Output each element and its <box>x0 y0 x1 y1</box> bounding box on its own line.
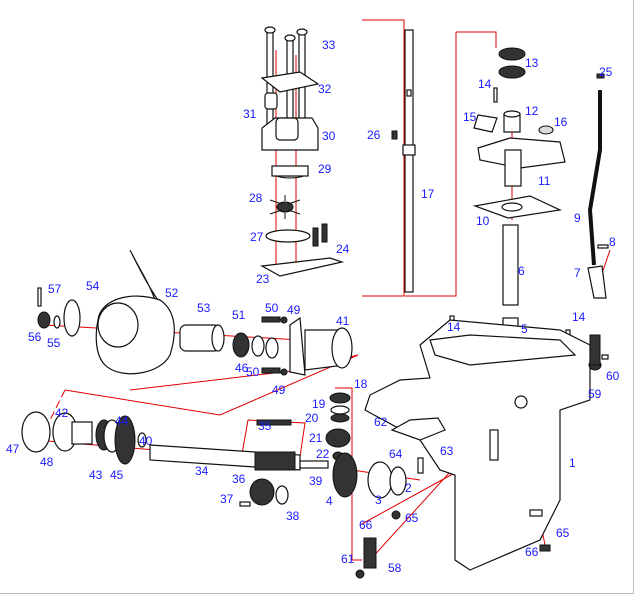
part-number-label: 27 <box>250 230 264 244</box>
part-number-label: 44 <box>115 414 129 428</box>
part-number-label: 42 <box>55 406 69 420</box>
part-number-label: 21 <box>309 431 323 445</box>
part-number-label: 51 <box>232 308 246 322</box>
part-number-label: 36 <box>232 472 246 486</box>
part-number-label: 5 <box>521 322 528 336</box>
part-number-label: 6 <box>518 264 525 278</box>
part-number-label: 37 <box>220 492 234 506</box>
impeller <box>269 195 301 219</box>
part-number-label: 41 <box>336 314 350 328</box>
part-number-label: 17 <box>421 187 435 201</box>
part-number-label: 57 <box>48 282 62 296</box>
part-number-label: 47 <box>6 442 20 456</box>
part-number-label: 25 <box>599 65 613 79</box>
part-number-label: 32 <box>318 82 332 96</box>
gear-group <box>325 392 407 499</box>
part-number-label: 22 <box>316 447 330 461</box>
part-number-label: 50 <box>265 301 279 315</box>
driveshaft <box>391 29 416 293</box>
part-number-label: 43 <box>89 468 103 482</box>
part-number-label: 13 <box>525 56 539 70</box>
part-number-label: 20 <box>305 411 319 425</box>
part-number-label: 7 <box>574 266 581 280</box>
part-number-label: 45 <box>110 468 124 482</box>
part-number-label: 11 <box>538 174 551 188</box>
part-number-label: 14 <box>447 320 461 334</box>
bearing-housing <box>232 316 353 376</box>
part-number-label: 63 <box>440 444 454 458</box>
part-number-label: 9 <box>574 211 581 225</box>
part-number-label: 35 <box>258 419 272 433</box>
part-number-label: 66 <box>359 518 373 532</box>
part-number-label: 4 <box>326 494 333 508</box>
shift-rod <box>587 73 609 299</box>
part-number-label: 54 <box>86 279 100 293</box>
part-number-label: 38 <box>286 509 300 523</box>
part-number-label: 3 <box>375 493 382 507</box>
part-number-label: 60 <box>606 369 620 383</box>
part-number-label: 48 <box>40 455 54 469</box>
part-number-label: 12 <box>525 104 539 118</box>
part-number-label: 61 <box>341 552 355 566</box>
part-number-label: 34 <box>195 464 209 478</box>
part-number-label: 62 <box>374 415 388 429</box>
part-number-label: 39 <box>309 474 323 488</box>
part-number-label: 14 <box>478 77 492 91</box>
part-number-label: 28 <box>249 191 263 205</box>
part-number-label: 50 <box>246 365 260 379</box>
part-number-label: 18 <box>354 377 368 391</box>
water-pump-group <box>260 26 345 277</box>
part-number-label: 1 <box>569 456 576 470</box>
part-number-label: 8 <box>609 235 616 249</box>
part-number-label: 40 <box>139 434 153 448</box>
part-number-label: 58 <box>388 561 402 575</box>
shift-housing-group <box>449 47 571 341</box>
part-number-label: 49 <box>287 303 301 317</box>
propeller <box>37 249 225 375</box>
part-number-label: 53 <box>197 301 211 315</box>
part-number-label: 14 <box>572 310 586 324</box>
gearcase <box>355 319 609 579</box>
part-number-label: 56 <box>28 330 42 344</box>
part-number-label: 65 <box>405 511 419 525</box>
part-number-label: 23 <box>256 272 270 286</box>
part-number-label: 2 <box>405 481 412 495</box>
part-number-label: 16 <box>554 115 568 129</box>
part-number-label: 30 <box>322 129 336 143</box>
part-number-label: 49 <box>272 383 286 397</box>
part-number-label: 59 <box>588 387 602 401</box>
part-number-label: 65 <box>556 526 570 540</box>
part-number-label: 26 <box>367 128 381 142</box>
part-number-label: 55 <box>47 336 61 350</box>
part-number-label: 33 <box>322 38 336 52</box>
part-number-label: 24 <box>336 242 350 256</box>
part-number-label: 19 <box>312 397 326 411</box>
part-number-label: 46 <box>235 361 249 375</box>
part-number-label: 10 <box>476 214 490 228</box>
part-number-label: 52 <box>165 286 179 300</box>
propeller-shaft-group <box>21 411 329 507</box>
part-number-label: 66 <box>525 545 539 559</box>
part-number-label: 31 <box>243 107 257 121</box>
part-number-label: 29 <box>318 162 332 176</box>
part-number-label: 15 <box>463 110 477 124</box>
part-number-label: 64 <box>389 447 403 461</box>
